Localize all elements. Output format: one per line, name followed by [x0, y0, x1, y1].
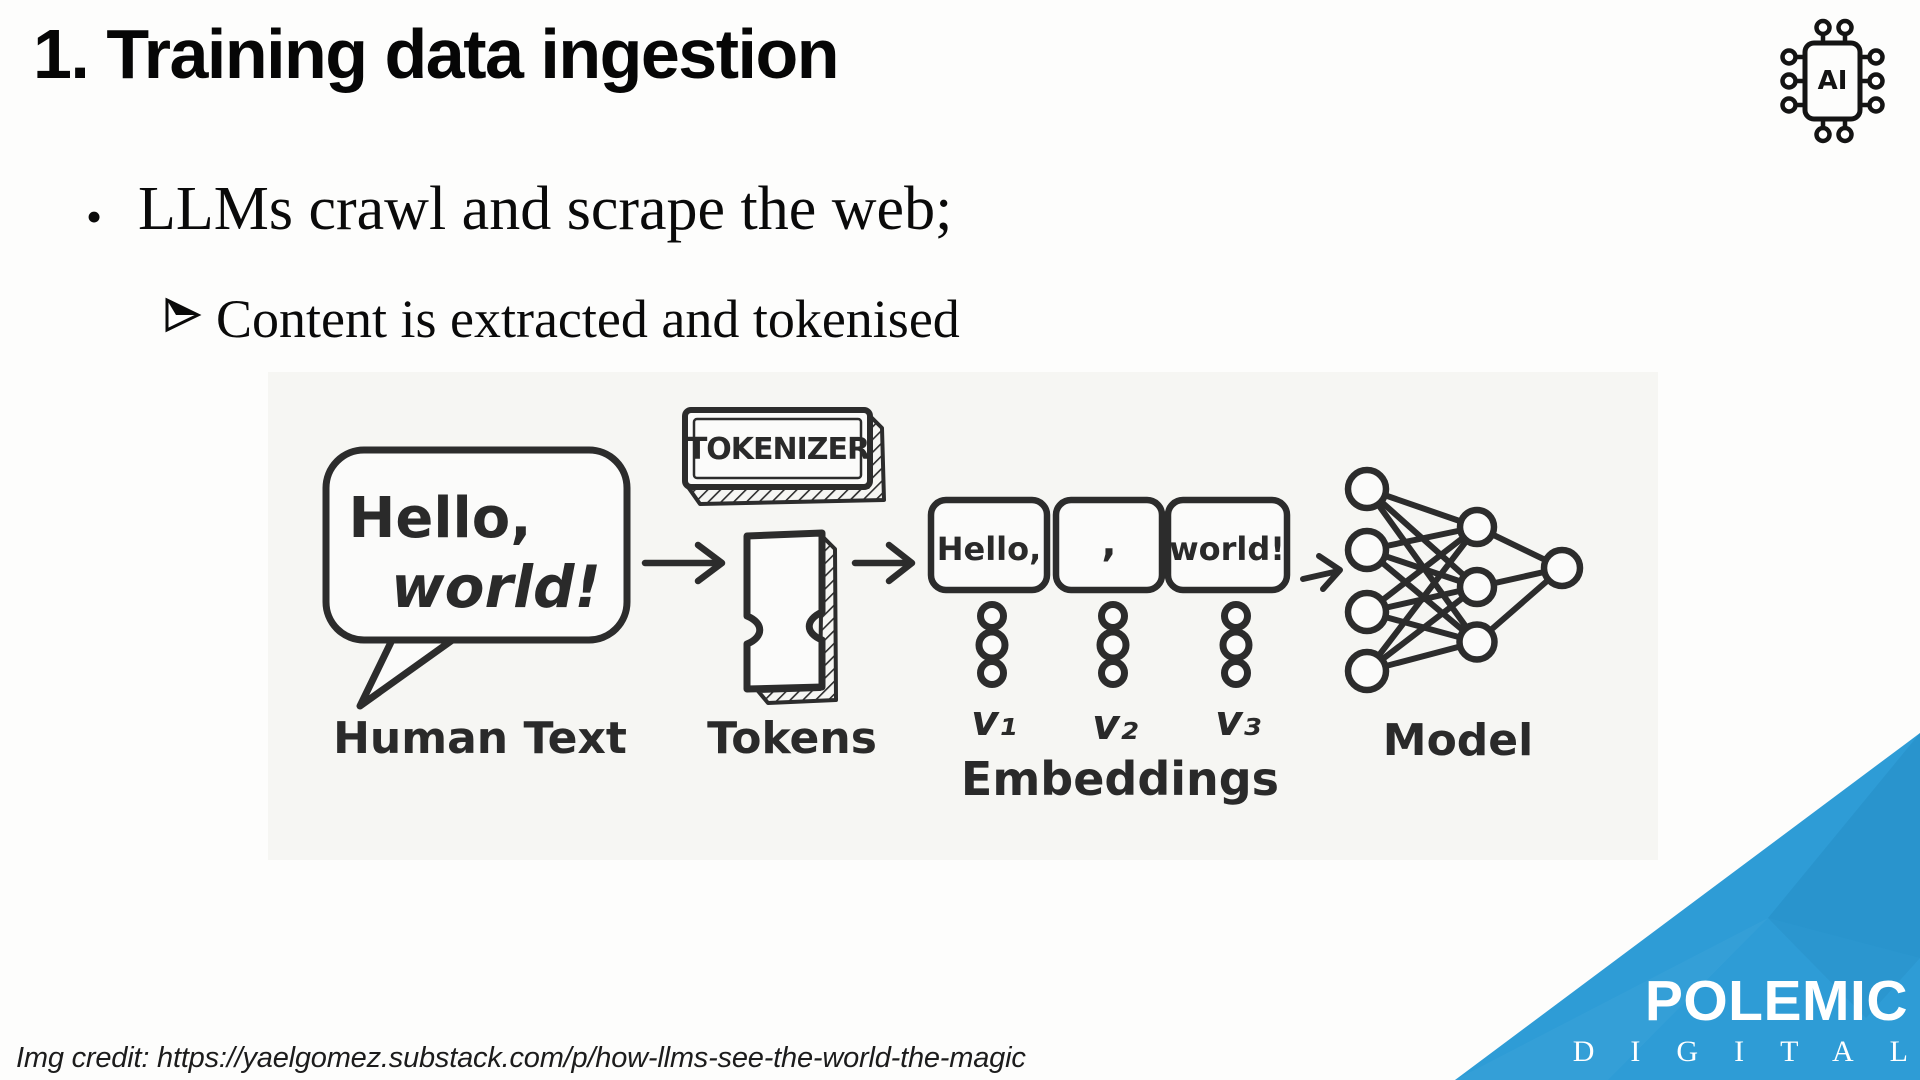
ai-chip-icon: AI: [1780, 18, 1885, 144]
token-box-comma-label: ,: [1101, 520, 1116, 566]
arrow-text-to-tokens: [641, 541, 726, 585]
tokens-label: Tokens: [707, 713, 877, 764]
tokens-shape: [743, 529, 838, 705]
model-label: Model: [1383, 715, 1533, 766]
speech-bubble: Hello, world!: [322, 446, 631, 710]
bullet-marker: •: [86, 191, 103, 242]
token-box-comma: ,: [1052, 496, 1166, 594]
vector-label-v1: v₁: [971, 696, 1017, 745]
arrowhead-bullet-icon: [165, 297, 202, 333]
arrow-embeddings-to-model: [1300, 553, 1343, 592]
human-text-label: Human Text: [333, 713, 627, 764]
bubble-line2: world!: [391, 553, 601, 621]
company-logo: POLEMIC DIGITAL: [1573, 973, 1908, 1067]
tokenizer-box: TOKENIZER: [682, 407, 886, 506]
token-box-world: world!: [1164, 496, 1291, 594]
logo-subname: DIGITAL: [1572, 1035, 1920, 1068]
image-credit: Img credit: https://yaelgomez.substack.c…: [16, 1042, 1026, 1074]
token-box-hello: Hello,: [927, 496, 1051, 594]
token-box-hello-label: Hello,: [937, 530, 1042, 568]
vector-label-v3: v₃: [1215, 696, 1261, 745]
logo-name: POLEMIC: [1644, 969, 1908, 1033]
sub-bullet-text: Content is extracted and tokenised: [216, 289, 960, 349]
page-title: 1. Training data ingestion: [33, 15, 840, 93]
token-box-world-label: world!: [1169, 530, 1285, 568]
embeddings-label: Embeddings: [961, 752, 1279, 806]
network-nodes: [1344, 466, 1584, 694]
neural-network: [1344, 466, 1584, 694]
vector-label-v2: v₂: [1092, 700, 1138, 749]
ai-chip-label: AI: [1818, 66, 1848, 96]
bullet-text: LLMs crawl and scrape the web;: [138, 175, 953, 243]
ai-chip-body: [1802, 40, 1863, 122]
bubble-line1: Hello,: [349, 486, 532, 551]
tokenizer-label: TOKENIZER: [687, 432, 870, 467]
embedding-vector-circles: [975, 601, 1253, 688]
arrow-tokens-to-token-boxes: [851, 541, 916, 585]
